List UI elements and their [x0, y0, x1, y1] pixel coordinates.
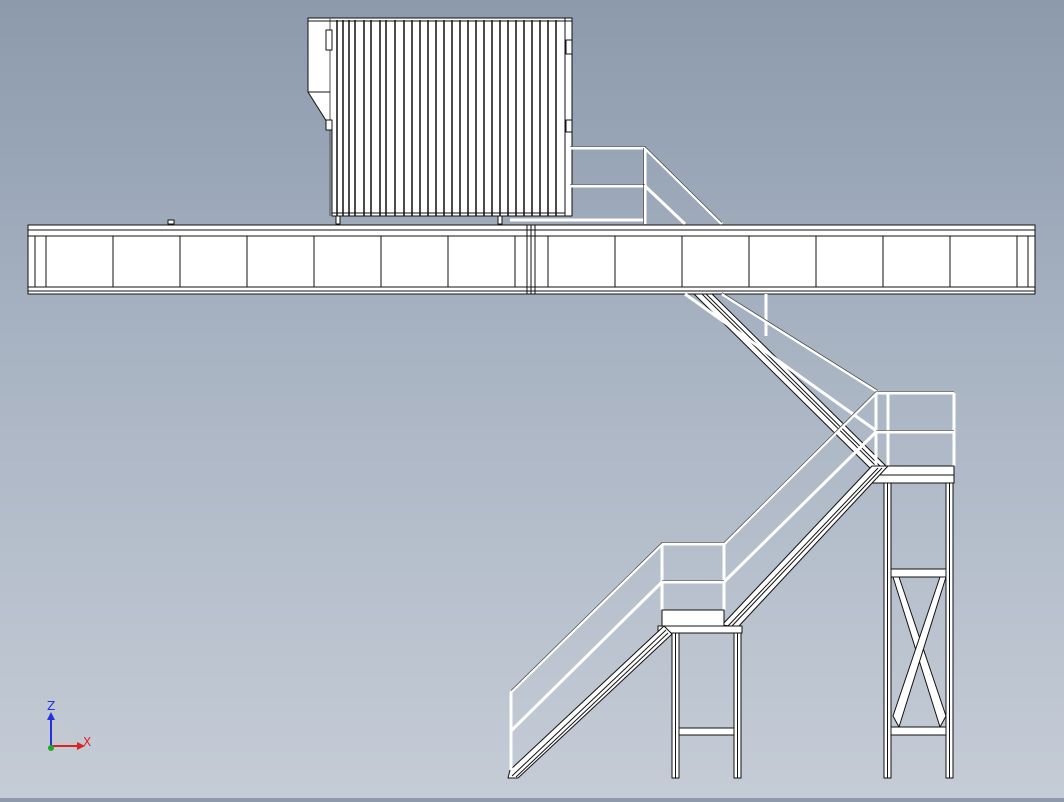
main-platform-truss: [27, 224, 1036, 295]
bottom-stair-handrail: [509, 542, 664, 770]
bottom-stair-flight: [507, 625, 673, 779]
upper-stair-handrail: [684, 292, 879, 434]
axis-z-label: Z: [47, 699, 56, 713]
container-corrugation: [336, 20, 557, 216]
y-axis-point: [48, 745, 54, 751]
top-platform-guardrail: [510, 146, 724, 226]
x-axis-arrow: [77, 742, 85, 750]
middle-stair-handrail: [722, 391, 878, 584]
axis-triad-graphic: [47, 712, 85, 751]
lower-landing-platform: [657, 609, 743, 634]
container-enclosure: [167, 17, 573, 225]
lower-landing-support-frame: [671, 632, 742, 779]
middle-landing-guardrail: [874, 391, 956, 466]
middle-landing-support-tower: [883, 482, 954, 779]
middle-stair-flight: [721, 465, 889, 628]
lower-landing-guardrail: [660, 542, 726, 610]
axis-x-label: X: [83, 735, 92, 749]
axis-triad: Z X: [36, 694, 106, 764]
z-axis-arrow: [47, 712, 55, 720]
